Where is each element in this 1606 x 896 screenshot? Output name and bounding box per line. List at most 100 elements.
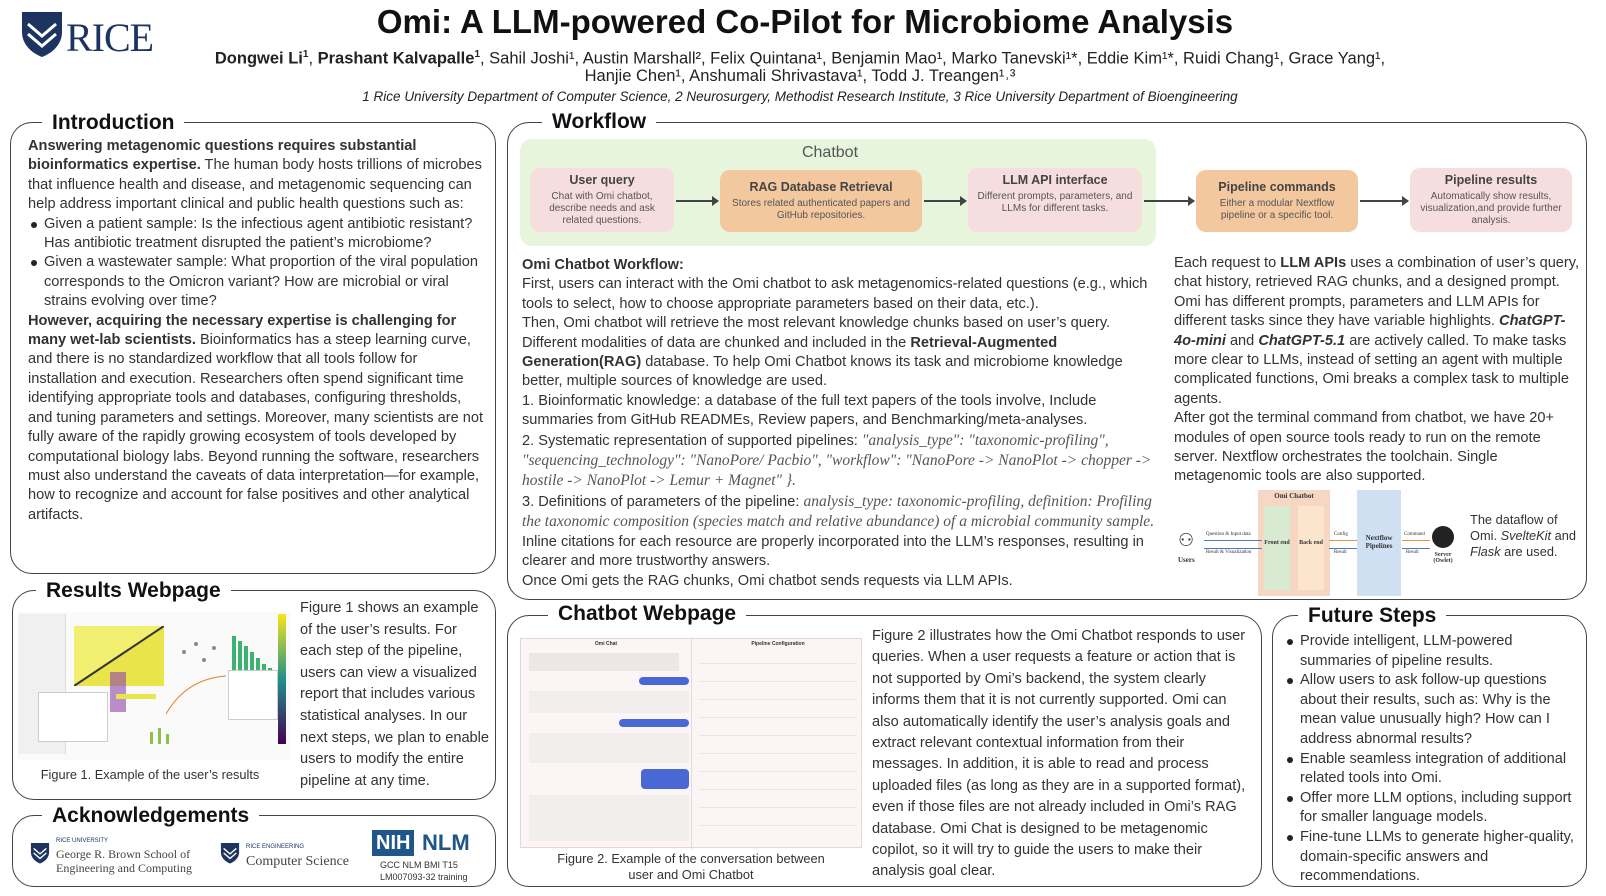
shot-right-title: Pipeline Configuration: [751, 641, 805, 647]
df-result-label: Result: [1334, 550, 1347, 555]
future-bullet: Offer more LLM options, including suppor…: [1284, 789, 1584, 828]
workflow-box-pipeline-results: Pipeline results Automatically show resu…: [1410, 168, 1572, 232]
box-desc: Stores related authenticated papers and …: [732, 198, 910, 221]
df-config-label: Config: [1334, 532, 1348, 537]
arrow-icon: [1360, 196, 1409, 206]
server-label: Server (Owlet): [1433, 552, 1453, 564]
omi-chatbot-label: Omi Chatbot: [1274, 492, 1314, 500]
logo2-line1: Computer Science: [246, 854, 350, 869]
intro-bullet: Given a wastewater sample: What proporti…: [28, 253, 488, 311]
logo1-line1: George R. Brown School of: [56, 847, 191, 861]
intro-bullet: Given a patient sample: Is the infectiou…: [28, 215, 488, 254]
workflow-left-p5a: 3. Definitions of parameters of the pipe…: [522, 493, 804, 510]
ack-title: Acknowledgements: [42, 804, 260, 828]
future-bullet: Provide intelligent, LLM-powered summari…: [1284, 632, 1584, 671]
intro-p1-rest: The human body hosts trillions of microb…: [28, 157, 482, 213]
nih-nlm-logo: NIH NLM: [372, 828, 482, 858]
chatbot-page-text: Figure 2 illustrates how the Omi Chatbot…: [872, 628, 1246, 880]
shot-left-title: Omi Chat: [594, 641, 618, 647]
dataflow-caption: The dataflow of Omi. SvelteKit and Flask…: [1470, 512, 1584, 560]
dfc-a: The dataflow of Omi.: [1470, 512, 1558, 543]
wr-g: are actively called. To make tasks more …: [1174, 332, 1570, 407]
grant-line-2: LM007093-32 training: [380, 872, 468, 882]
server-icon: [1432, 526, 1454, 548]
box-title: RAG Database Retrieval: [749, 180, 893, 194]
workflow-box-llm-api: LLM API interface Different prompts, par…: [968, 168, 1142, 232]
front-end-block: [1264, 506, 1290, 590]
authors-line-2: Hanjie Chen¹, Anshumali Shrivastava¹, To…: [584, 67, 1016, 85]
chatbot-screenshot: Omi Chat Pipeline Configuration: [520, 638, 862, 849]
wr-e: and: [1225, 332, 1259, 349]
dfc-c: and: [1551, 528, 1577, 543]
dfc-d: Flask: [1470, 544, 1501, 559]
future-bullet: Enable seamless integration of additiona…: [1284, 750, 1584, 789]
results-section: [12, 590, 496, 800]
author-second: Prashant Kalvapalle: [317, 49, 475, 68]
workflow-box-user-query: User query Chat with Omi chatbot, descri…: [530, 168, 674, 232]
intro-body: Answering metagenomic questions requires…: [28, 137, 488, 525]
workflow-box-pipeline-commands: Pipeline commands Either a modular Nextf…: [1196, 170, 1358, 232]
logo2-small: RICE ENGINEERING: [246, 844, 305, 850]
workflow-left-p5b: analysis_type: taxonomic-profiling, defi…: [522, 492, 1155, 531]
wr-b: LLM APIs: [1280, 255, 1347, 271]
chatbot-page-title: Chatbot Webpage: [548, 602, 747, 626]
author-second-sup: 1: [474, 49, 480, 60]
rice-shield-icon: [220, 843, 240, 864]
chatbot-caption-2: user and Omi Chatbot: [628, 867, 754, 882]
logo1-small: RICE UNIVERSITY: [56, 838, 109, 844]
authors-rest: , Sahil Joshi¹, Austin Marshall², Felix …: [480, 49, 1386, 68]
front-end-label: Front end: [1264, 540, 1290, 546]
df-r-label: Result & Visualization: [1206, 550, 1252, 555]
author-first-sup: 1: [302, 49, 309, 60]
workflow-left-p2b: Retrieval-Augmented Generation(RAG): [522, 334, 1058, 371]
users-label: Users: [1178, 556, 1195, 564]
workflow-left-p2c: database. To help Omi Chatbot knows its …: [522, 354, 1123, 390]
results-figure: [18, 612, 290, 760]
box-title: Pipeline commands: [1218, 180, 1336, 194]
intro-section: [10, 122, 496, 574]
results-text: Figure 1 shows an example of the user’s …: [300, 600, 490, 789]
results-title: Results Webpage: [36, 579, 231, 603]
logo1-line2: Engineering and Computing: [56, 861, 192, 875]
chatbot-page-section: [507, 615, 1262, 887]
workflow-left-heading: Omi Chatbot Workflow:: [522, 257, 684, 273]
dataflow-diagram: Omi Chatbot Front end Back end Nextflow …: [1174, 490, 1464, 600]
intro-title: Introduction: [42, 111, 185, 135]
workflow-left-p3: 1. Bioinformatic knowledge: a database o…: [522, 392, 1097, 429]
dfc-e: are used.: [1500, 544, 1558, 559]
workflow-left-text: Omi Chatbot Workflow: First, users can i…: [522, 256, 1164, 591]
df-result2-label: Result: [1406, 550, 1419, 555]
results-caption: Figure 1. Example of the user’s results: [40, 767, 260, 782]
wr-d: ChatGPT-4o-mini: [1174, 313, 1566, 349]
box-title: Pipeline results: [1444, 173, 1538, 187]
rice-logo-text: RICE: [66, 15, 154, 60]
workflow-left-p6: Once Omi gets the RAG chunks, Omi chatbo…: [522, 572, 1013, 589]
back-end-block: [1298, 506, 1324, 590]
dfc-b: SvelteKit: [1500, 528, 1552, 543]
future-list: Provide intelligent, LLM-powered summari…: [1284, 632, 1584, 887]
intro-p2-bold: However, acquiring the necessary experti…: [28, 312, 457, 349]
box-desc: Automatically show results, visualizatio…: [1420, 191, 1562, 226]
box-desc: Either a modular Nextflow pipeline or a …: [1219, 198, 1335, 221]
df-command-label: Command: [1404, 532, 1425, 537]
authors-line-1: Dongwei Li1, Prashant Kalvapalle1, Sahil…: [214, 49, 1386, 68]
workflow-left-p4b: "analysis_type": "taxonomic-profiling", …: [522, 431, 1152, 490]
intro-p2-rest: Bioinformatics has a steep learning curv…: [28, 332, 484, 523]
grant-line-1: GCC NLM BMI T15: [380, 860, 458, 870]
workflow-title: Workflow: [542, 110, 657, 134]
arrow-icon: [1144, 196, 1195, 206]
workflow-right-p2: After got the terminal command from chat…: [1174, 410, 1555, 485]
nlm-logo: NLM: [422, 830, 470, 855]
future-bullet: Fine-tune LLMs to generate higher-qualit…: [1284, 828, 1584, 887]
workflow-left-p1: First, users can interact with the Omi c…: [522, 276, 1148, 312]
future-bullet: Allow users to ask follow-up questions a…: [1284, 671, 1584, 749]
chatbot-caption-1: Figure 2. Example of the conversation be…: [557, 851, 825, 866]
nih-logo: NIH: [372, 830, 415, 856]
workflow-left-p4a: 2. Systematic representation of supporte…: [522, 432, 862, 449]
poster-title: Omi: A LLM-powered Co-Pilot for Microbio…: [376, 3, 1234, 40]
wr-c: uses a combination of user’s query, chat…: [1174, 255, 1580, 330]
intro-p1-bold: Answering metagenomic questions requires…: [28, 138, 417, 174]
rice-engineering-logo: RICE UNIVERSITY George R. Brown School o…: [30, 838, 210, 878]
workflow-section: [507, 122, 1587, 600]
box-desc: Different prompts, parameters, and LLMs …: [977, 191, 1133, 214]
